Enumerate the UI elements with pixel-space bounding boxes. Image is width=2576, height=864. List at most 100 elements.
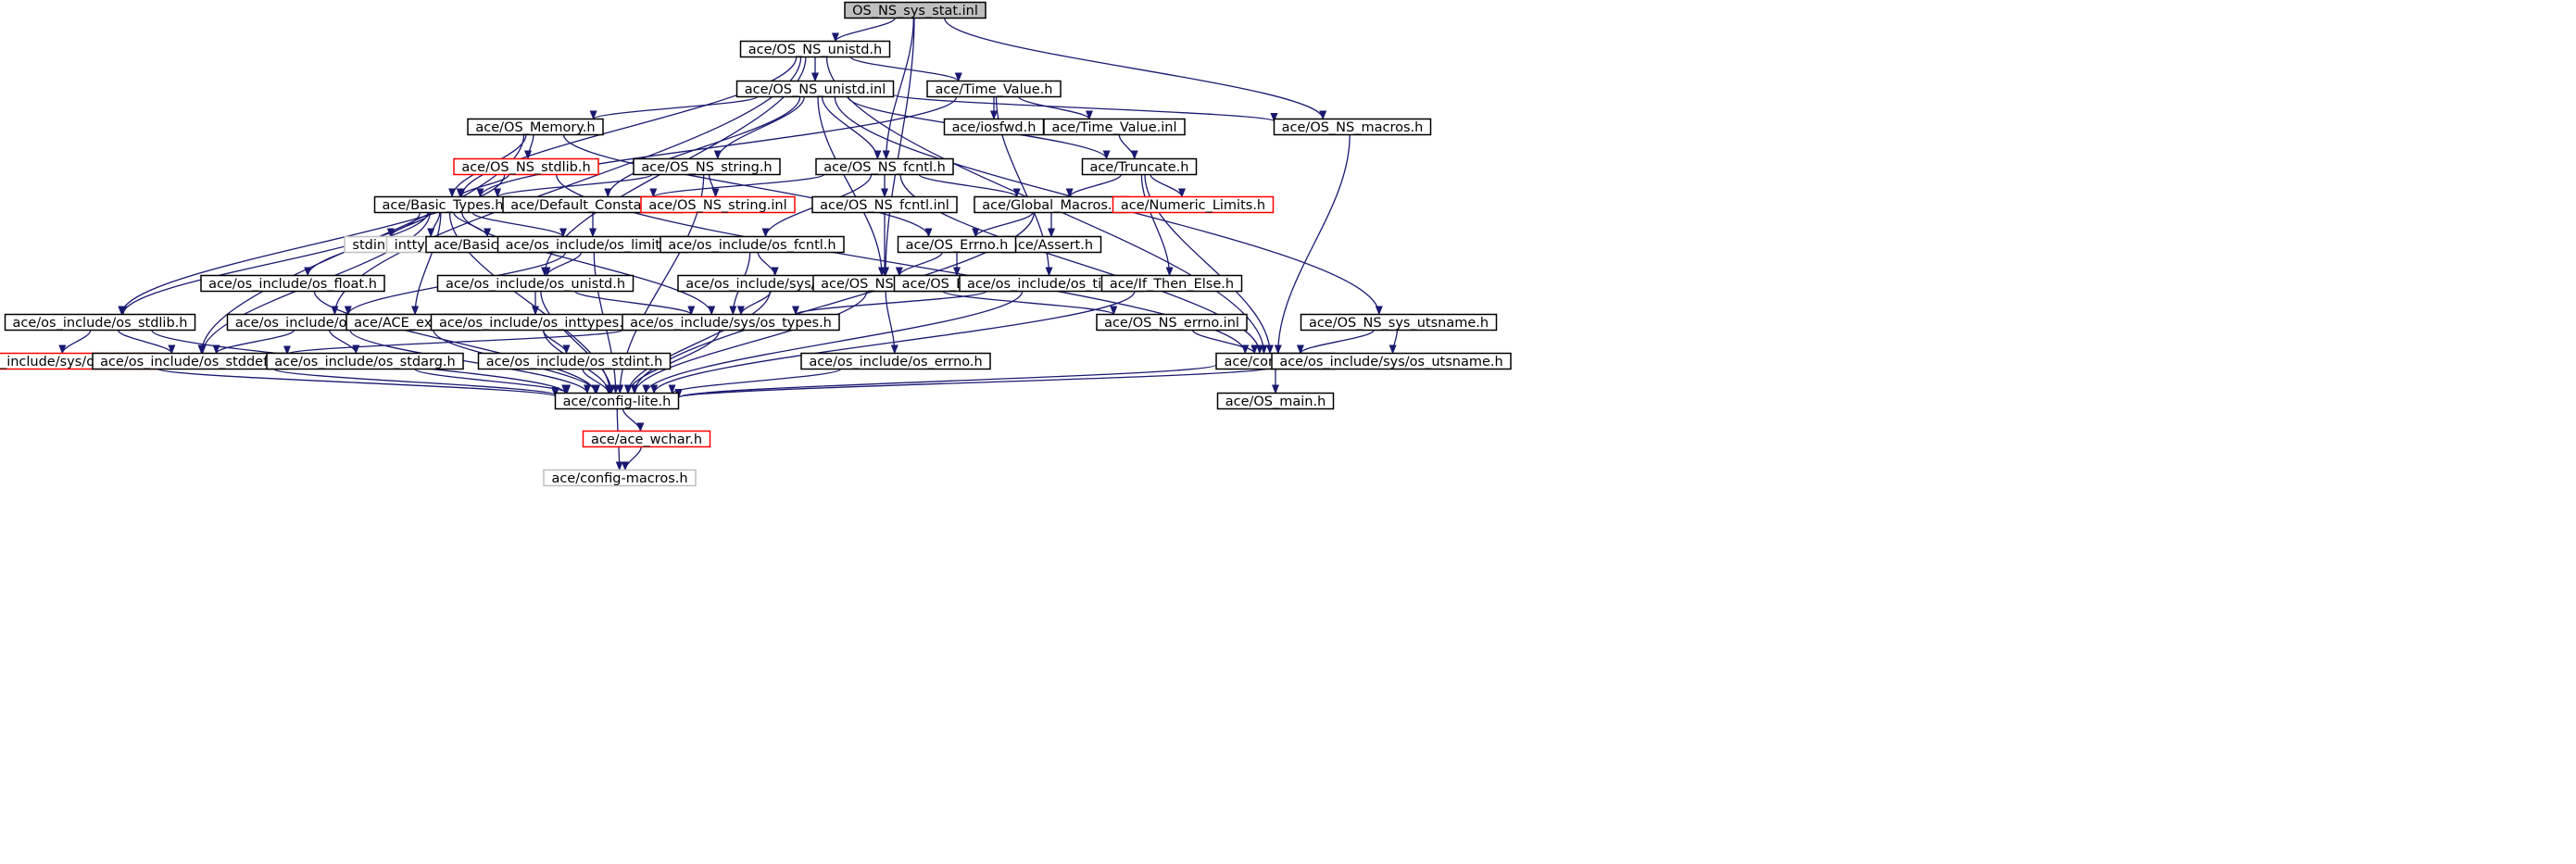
node-label: ace/os_include/sys/os_utsname.h xyxy=(1279,355,1502,369)
node-label: ace/OS_Memory.h xyxy=(475,120,595,135)
node-label: ace/Basic_Types.h xyxy=(383,198,504,213)
node-box xyxy=(633,157,781,176)
edge-ns-errno-h-to-ns-errno-inl xyxy=(942,290,1118,316)
node-label: ace/OS_Errno.h xyxy=(906,238,1009,253)
node-label: ace/OS_NS_string.h xyxy=(641,160,772,175)
edge-os-memory-to-os-errno-h xyxy=(562,134,933,238)
node-basic-types-h[interactable]: ace/Basic_Types.h xyxy=(373,195,512,214)
edge-os-stdio-inc-to-os-stdarg-inc xyxy=(329,330,360,355)
node-box xyxy=(1273,118,1432,136)
edge-ns-errno-h-to-config-lite xyxy=(631,291,868,394)
node-os-float[interactable]: ace/os_include/os_float.h xyxy=(200,274,385,293)
node-time-value-h[interactable]: ace/Time_Value.h xyxy=(926,80,1062,98)
node-fcntl-h[interactable]: ace/OS_NS_fcntl.h xyxy=(815,157,954,176)
node-os-limits[interactable]: ace/os_include/os_limits.h xyxy=(496,235,689,254)
node-fcntl-inl[interactable]: ace/OS_NS_fcntl.inl xyxy=(811,195,958,214)
node-box xyxy=(1300,313,1498,332)
node-string-inl[interactable]: ace/OS_NS_string.inl xyxy=(640,195,796,214)
node-ns-errno-inl[interactable]: ace/OS_NS_errno.inl xyxy=(1096,313,1248,332)
node-ace-wchar[interactable]: ace/ace_wchar.h xyxy=(582,430,711,448)
edge-root-to-macros-h xyxy=(944,18,1327,120)
node-box xyxy=(1043,118,1186,136)
edge-basic-types-h-to-os-stdlib-inc xyxy=(119,212,421,316)
edge-unistd-h-to-basic-types-h xyxy=(458,56,798,198)
edge-string-h-to-basic-types-h xyxy=(494,173,653,198)
node-label: ace/Global_Macros.h xyxy=(982,198,1120,213)
node-os-main[interactable]: ace/OS_main.h xyxy=(1216,392,1335,410)
edge-unistd-inl-to-default-constants xyxy=(604,96,801,198)
edge-basic-types-h-to-sys-os-types xyxy=(461,212,716,316)
node-string-h[interactable]: ace/OS_NS_string.h xyxy=(633,157,781,176)
node-os-errno-inc[interactable]: ace/os_include/os_errno.h xyxy=(800,352,991,370)
node-os-errno-h[interactable]: ace/OS_Errno.h xyxy=(897,235,1017,254)
node-time-value-inl[interactable]: ace/Time_Value.inl xyxy=(1043,118,1186,136)
node-box xyxy=(1216,392,1335,410)
node-box xyxy=(1112,195,1275,214)
node-config-lite[interactable]: ace/config-lite.h xyxy=(554,392,680,410)
node-os-stdarg-inc[interactable]: ace/os_include/os_stdarg.h xyxy=(266,352,464,370)
node-box xyxy=(4,313,196,332)
edge-os-time-inc-to-sys-os-types xyxy=(792,290,987,316)
node-unistd-inl[interactable]: ace/OS_NS_unistd.inl xyxy=(735,80,895,98)
node-label: OS_NS_sys_stat.inl xyxy=(852,4,978,19)
edge-unistd-inl-to-ns-errno-h xyxy=(817,96,886,277)
edge-os-fcntl-inc-to-sys-os-stat xyxy=(757,252,779,277)
edge-os-unistd-inc-to-sys-os-types xyxy=(574,290,696,316)
node-label: ace/ace_wchar.h xyxy=(591,432,702,447)
edge-os-stdlib-inc-to-sys-os-wait xyxy=(58,330,92,355)
edge-unistd-h-to-time-value-h xyxy=(849,56,962,82)
node-os-stddef-inc[interactable]: ace/os_include/os_stddef.h xyxy=(92,352,288,370)
node-os-unistd-inc[interactable]: ace/os_include/os_unistd.h xyxy=(436,274,635,293)
node-unistd-h[interactable]: ace/OS_NS_unistd.h xyxy=(739,40,891,58)
node-label: ace/os_include/os_errno.h xyxy=(809,355,982,369)
edge-os-errno-h-to-ns-errno-h xyxy=(895,252,943,277)
node-label: ace/os_include/os_stdint.h xyxy=(486,355,663,369)
node-numeric-limits[interactable]: ace/Numeric_Limits.h xyxy=(1112,195,1275,214)
node-global-macros[interactable]: ace/Global_Macros.h xyxy=(974,195,1129,214)
node-label: ace/OS_NS_macros.h xyxy=(1282,120,1424,135)
edge-stdlib-h-to-os-stdlib-inc xyxy=(118,174,506,316)
node-label: ace/os_include/os_unistd.h xyxy=(446,277,625,292)
node-os-memory[interactable]: ace/OS_Memory.h xyxy=(467,118,604,136)
edge-sys-os-stat-to-config-lite xyxy=(623,291,771,394)
node-box xyxy=(1081,157,1198,176)
edge-fcntl-h-to-global-macros xyxy=(918,173,1021,198)
node-stdlib-h[interactable]: ace/OS_NS_stdlib.h xyxy=(453,157,599,176)
edge-ns-errno-h-to-os-errno-inc xyxy=(885,291,898,355)
edge-truncate-to-if-then-else xyxy=(1140,174,1174,277)
edge-time-value-h-to-time-value-inl xyxy=(1018,95,1093,120)
edge-config-all-to-config-lite xyxy=(674,364,1217,398)
node-if-then-else[interactable]: ace/If_Then_Else.h xyxy=(1100,274,1243,293)
node-box xyxy=(844,1,986,19)
edge-os-memory-to-stdlib-h xyxy=(524,134,534,160)
edge-root-to-ns-errno-h xyxy=(882,18,915,277)
node-truncate[interactable]: ace/Truncate.h xyxy=(1081,157,1198,176)
node-os-time-inc[interactable]: ace/os_include/os_time.h xyxy=(959,274,1144,293)
node-label: ace/os_include/os_stddef.h xyxy=(100,355,280,369)
node-label: ace/os_include/os_fcntl.h xyxy=(668,238,836,253)
edge-ace-wchar-to-config-macros xyxy=(621,446,642,471)
node-default-constants[interactable]: ace/Default_Constants.h xyxy=(502,195,684,214)
node-sys-os-types[interactable]: ace/os_include/sys/os_types.h xyxy=(622,313,840,332)
node-label: ace/OS_NS_unistd.h xyxy=(748,43,882,57)
node-config-macros[interactable]: ace/config-macros.h xyxy=(543,469,697,487)
node-label: ace/OS_NS_fcntl.inl xyxy=(820,198,949,213)
edge-unistd-inl-to-macros-h xyxy=(892,94,1278,122)
node-ns-sys-utsname-h[interactable]: ace/OS_NS_sys_utsname.h xyxy=(1300,313,1498,332)
node-sys-os-utsname[interactable]: ace/os_include/sys/os_utsname.h xyxy=(1271,352,1512,370)
node-label: ace/OS_NS_errno.inl xyxy=(1104,316,1239,331)
node-assert-h[interactable]: ace/Assert.h xyxy=(1000,235,1102,254)
node-box xyxy=(453,157,599,176)
node-box xyxy=(1096,313,1248,332)
node-os-stdlib-inc[interactable]: ace/os_include/os_stdlib.h xyxy=(4,313,196,332)
edge-os-stdlib-inc-to-os-stddef-inc xyxy=(117,330,176,355)
edge-os-stdarg-inc-to-config-lite xyxy=(414,368,572,394)
node-iosfwd[interactable]: ace/iosfwd.h xyxy=(943,118,1045,136)
node-box xyxy=(640,195,796,214)
node-os-fcntl-inc[interactable]: ace/os_include/os_fcntl.h xyxy=(660,235,845,254)
node-os-inttypes-inc[interactable]: ace/os_include/os_inttypes.h xyxy=(430,313,641,332)
node-root[interactable]: OS_NS_sys_stat.inl xyxy=(844,1,986,19)
node-macros-h[interactable]: ace/OS_NS_macros.h xyxy=(1273,118,1432,136)
edge-os-limits-to-os-unistd-inc xyxy=(543,252,583,277)
node-os-stdint-inc[interactable]: ace/os_include/os_stdint.h xyxy=(477,352,672,370)
